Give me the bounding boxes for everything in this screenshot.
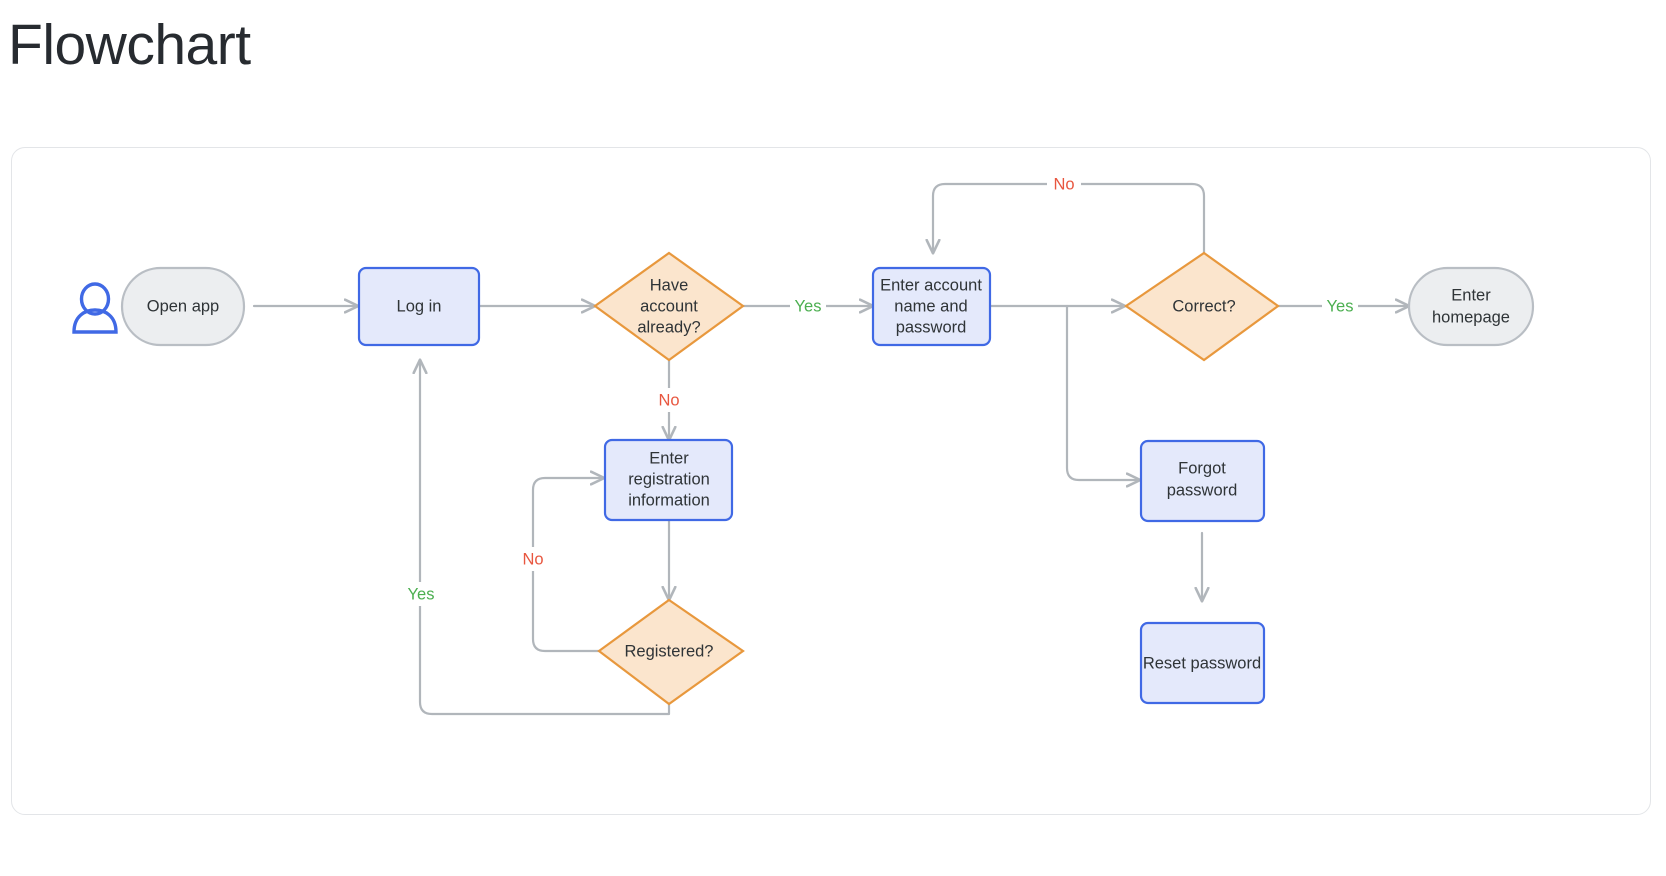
page-title: Flowchart bbox=[8, 13, 251, 77]
edge-label-have-account-yes: Yes bbox=[795, 297, 822, 315]
node-enter-registration[interactable]: Enter registration information bbox=[603, 438, 734, 522]
flowchart-canvas: Yes No Yes No No Yes Op bbox=[72, 172, 1535, 716]
node-enter-credentials-label-line1: Enter account bbox=[880, 276, 982, 294]
edge-label-registered-yes: Yes bbox=[408, 585, 435, 603]
edge-label-bg bbox=[790, 294, 826, 318]
node-forgot-password-label-line2: password bbox=[1167, 481, 1238, 499]
node-forgot-password[interactable]: Forgot password bbox=[1139, 439, 1266, 523]
edge-label-correct-no: No bbox=[1053, 175, 1074, 193]
connector-layer bbox=[252, 182, 1409, 716]
node-have-account-label-line3: already? bbox=[637, 318, 700, 336]
edge-registered-yes bbox=[420, 360, 671, 716]
edge-label-bg bbox=[402, 582, 440, 606]
node-enter-credentials-label-line3: password bbox=[896, 318, 967, 336]
edge-label-bg bbox=[652, 388, 686, 412]
node-enter-registration-label-line3: information bbox=[628, 491, 710, 509]
node-reset-password-label: Reset password bbox=[1143, 654, 1261, 672]
node-log-in-label: Log in bbox=[397, 297, 442, 315]
node-open-app[interactable]: Open app bbox=[120, 266, 246, 347]
node-forgot-password-label-line1: Forgot bbox=[1178, 459, 1226, 477]
node-enter-homepage-label-line1: Enter bbox=[1451, 286, 1491, 304]
node-have-account[interactable]: Have account already? bbox=[593, 251, 745, 362]
node-enter-registration-label-line2: registration bbox=[628, 470, 710, 488]
flowchart-card: Yes No Yes No No Yes Op bbox=[11, 147, 1651, 815]
node-enter-registration-label-line1: Enter bbox=[649, 449, 689, 467]
edge-label-layer: Yes No Yes No No Yes bbox=[402, 172, 1358, 606]
node-registered-label: Registered? bbox=[625, 642, 714, 660]
edge-label-correct-yes: Yes bbox=[1327, 297, 1354, 315]
edge-label-bg bbox=[1047, 172, 1081, 196]
edge-label-have-account-no: No bbox=[658, 391, 679, 409]
edge-label-bg bbox=[516, 547, 550, 571]
node-log-in[interactable]: Log in bbox=[357, 266, 481, 347]
node-registered[interactable]: Registered? bbox=[597, 598, 745, 706]
edge-label-registered-no: No bbox=[522, 550, 543, 568]
node-correct-label: Correct? bbox=[1172, 297, 1235, 315]
edge-enter-creds-to-forgot-password bbox=[1065, 304, 1140, 480]
node-reset-password[interactable]: Reset password bbox=[1139, 621, 1266, 705]
actor-icon bbox=[72, 282, 118, 334]
node-enter-credentials[interactable]: Enter account name and password bbox=[871, 266, 992, 347]
node-enter-homepage-label-line2: homepage bbox=[1432, 308, 1510, 326]
node-correct[interactable]: Correct? bbox=[1124, 251, 1280, 362]
node-have-account-label-line2: account bbox=[640, 297, 698, 315]
node-open-app-label: Open app bbox=[147, 297, 219, 315]
node-enter-homepage[interactable]: Enter homepage bbox=[1407, 266, 1535, 347]
node-enter-credentials-label-line2: name and bbox=[894, 297, 967, 315]
edge-label-bg bbox=[1322, 294, 1358, 318]
node-have-account-label-line1: Have bbox=[650, 276, 689, 294]
